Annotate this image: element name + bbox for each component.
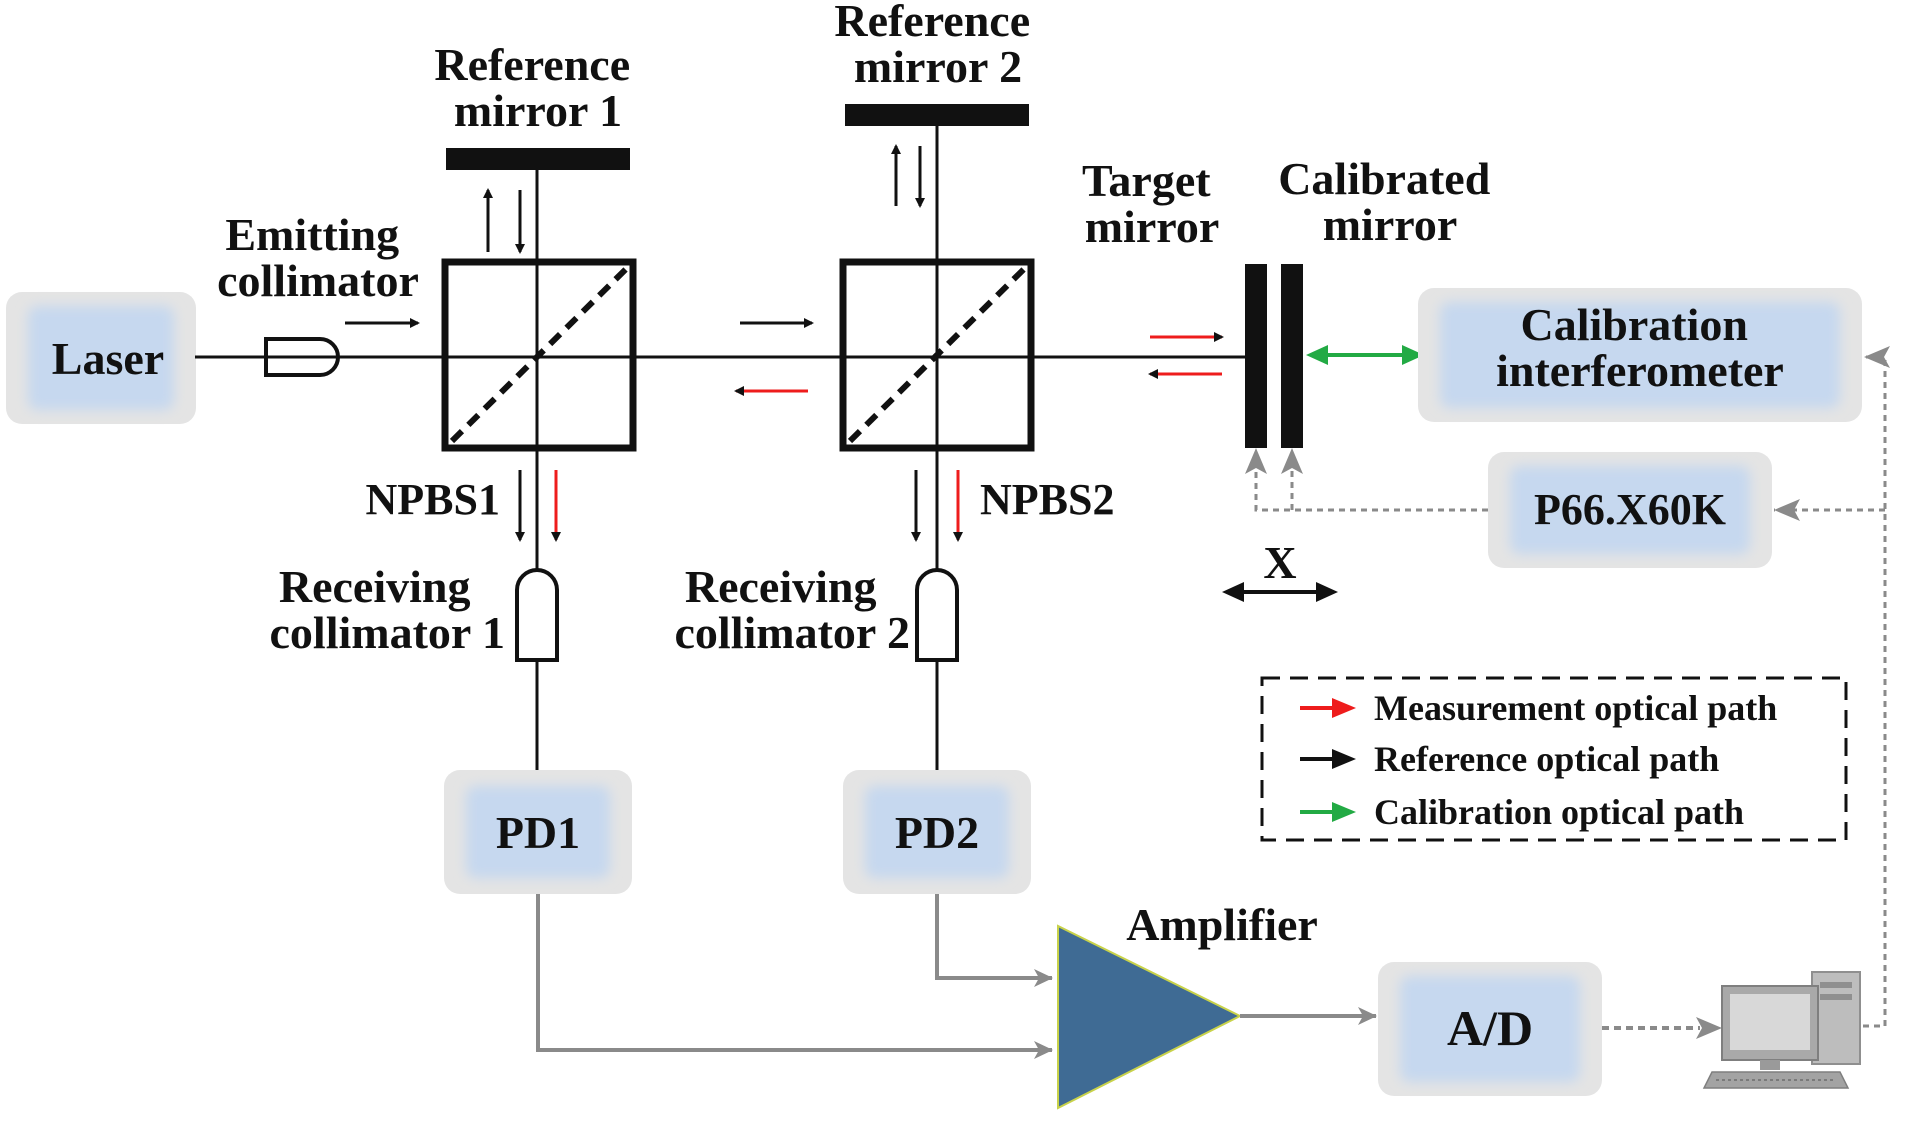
- receiving-collimator-2-label-1: Receiving: [685, 561, 877, 612]
- legend-item-reference: Reference optical path: [1300, 739, 1719, 779]
- legend-item-measurement: Measurement optical path: [1300, 688, 1777, 728]
- emitting-collimator-label-1: Emitting: [225, 209, 399, 260]
- calibrated-mirror-label-2: mirror: [1323, 199, 1458, 250]
- reference-mirror-2-label-1: Reference: [834, 0, 1030, 46]
- svg-text:Calibrated mirror: Calibrated mirror: [1278, 153, 1502, 250]
- control-arrow: [1774, 499, 1800, 521]
- reference-mirror-1-label-2: mirror 1: [454, 85, 622, 136]
- pd1-box: PD1: [444, 770, 632, 894]
- legend-label-measurement: Measurement optical path: [1374, 688, 1777, 728]
- computer-icon: [1702, 971, 1861, 1089]
- svg-text:Reference mirror 1: Reference mirror 1: [434, 39, 641, 136]
- calibrated-mirror: [1281, 264, 1303, 448]
- npbs2-label: NPBS2: [980, 475, 1114, 524]
- pd1-signal-line: [536, 894, 1053, 1059]
- svg-text:Emitting collimator: Emitting collimator: [217, 209, 419, 306]
- receiving-collimator-1-label-2: collimator 1: [270, 607, 505, 658]
- calibration-interferometer-label-2: interferometer: [1496, 345, 1784, 396]
- pd1-label: PD1: [496, 807, 580, 858]
- receiving-collimator-1-label-1: Receiving: [279, 561, 471, 612]
- calibration-interferometer-box: Calibration interferometer: [1418, 288, 1862, 422]
- target-mirror-label-2: mirror: [1085, 201, 1220, 252]
- control-arrow: [1864, 346, 1890, 368]
- laser-box: Laser: [6, 292, 196, 424]
- legend-label-reference: Reference optical path: [1374, 739, 1719, 779]
- control-arrow: [1245, 448, 1267, 474]
- receiving-collimator-1-icon: [515, 568, 559, 662]
- ad-label: A/D: [1447, 1000, 1533, 1056]
- amplifier-label: Amplifier: [1126, 899, 1318, 950]
- svg-text:Calibration interferomet: Calibration interferometer: [1496, 299, 1784, 396]
- reference-mirror-2: [845, 104, 1029, 126]
- emitting-collimator-label-2: collimator: [217, 255, 419, 306]
- receiving-collimator-2-label-2: collimator 2: [675, 607, 910, 658]
- calibration-arrow: [1306, 345, 1424, 365]
- calibration-interferometer-label-1: Calibration: [1521, 299, 1748, 350]
- legend: Measurement optical path Reference optic…: [1260, 676, 1848, 842]
- npbs1-cube: [441, 258, 637, 452]
- x-axis-label: X: [1263, 537, 1296, 588]
- svg-text:Target mirror: Target mirror: [1082, 155, 1222, 252]
- legend-label-calibration: Calibration optical path: [1374, 792, 1744, 832]
- laser-label: Laser: [52, 333, 164, 384]
- svg-text:Receiving collimator 2: Receiving collimator 2: [675, 561, 910, 658]
- controller-label: P66.X60K: [1534, 485, 1726, 534]
- x-motion-arrow: [1222, 582, 1338, 602]
- pd2-box: PD2: [843, 770, 1031, 894]
- amplifier-icon: [1057, 924, 1243, 1110]
- npbs2-cube: [839, 258, 1035, 452]
- target-mirror: [1245, 264, 1267, 448]
- reference-mirror-1: [446, 148, 630, 170]
- target-mirror-label-1: Target: [1082, 155, 1211, 206]
- npbs1-label: NPBS1: [366, 475, 500, 524]
- control-arrow: [1696, 1017, 1722, 1039]
- control-arrow: [1281, 448, 1303, 474]
- reference-mirror-1-label-1: Reference: [434, 39, 630, 90]
- pd2-signal-line: [935, 894, 1053, 987]
- pd2-label: PD2: [895, 807, 979, 858]
- receiving-collimator-2-icon: [915, 568, 959, 662]
- svg-text:Reference mirror 2: Reference mirror 2: [834, 0, 1041, 92]
- controller-box: P66.X60K: [1488, 452, 1772, 568]
- ad-box: A/D: [1378, 962, 1602, 1096]
- reference-mirror-2-label-2: mirror 2: [854, 41, 1022, 92]
- legend-item-calibration: Calibration optical path: [1300, 792, 1744, 832]
- svg-text:Receiving collimator 1: Receiving collimator 1: [270, 561, 505, 658]
- calibrated-mirror-label-1: Calibrated: [1278, 153, 1491, 204]
